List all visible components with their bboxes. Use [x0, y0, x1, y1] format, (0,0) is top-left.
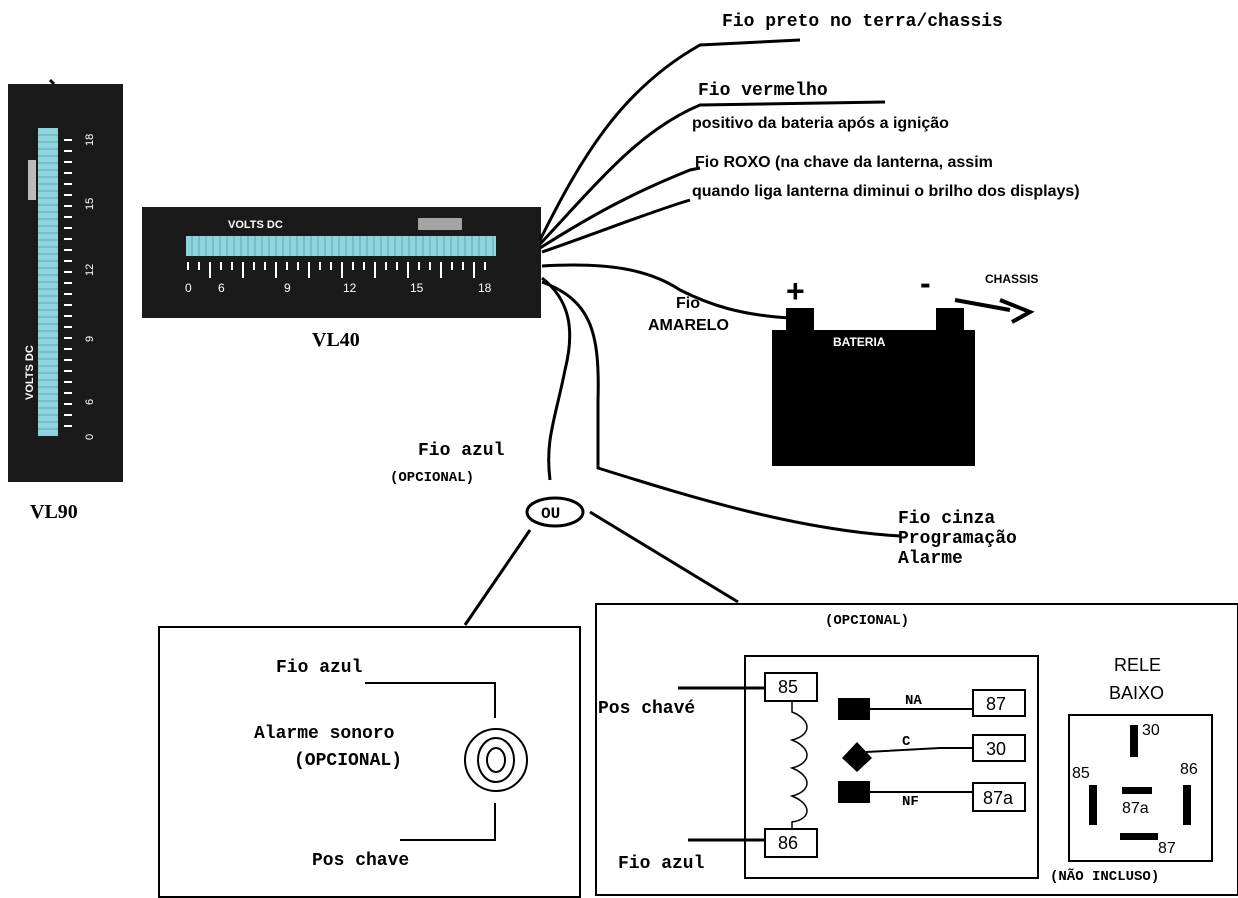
alarm-box-frame [158, 626, 581, 898]
vl40-tick-6: 6 [218, 281, 225, 295]
relay-box: (OPCIONAL) 85 86 87 30 87a NA C NF Pos c… [595, 603, 1238, 896]
vl90-meter: VOLTS DC 0 6 9 12 15 18 [8, 78, 123, 482]
relay-pinout-86 [1183, 785, 1191, 825]
vl40-tick-15: 15 [410, 281, 424, 295]
battery-label: BATERIA [833, 335, 886, 349]
relay-pinout-30 [1130, 725, 1138, 757]
wire-purple-2 [541, 198, 691, 254]
wire-red [538, 100, 886, 246]
vl40-meter: VOLTS DC 0 6 9 12 15 18 [142, 207, 541, 318]
vl90-logo [28, 160, 36, 200]
relay-pos-key: Pos chavé [598, 699, 695, 719]
relay-pinout-87a-label: 87a [1122, 800, 1149, 817]
relay-pin-86 [764, 828, 818, 858]
relay-pinout-frame [1068, 714, 1213, 862]
battery: BATERIA + - CHASSIS [772, 265, 1038, 466]
vl40-led-bar [186, 236, 496, 256]
relay-box-optional: (OPCIONAL) [825, 613, 909, 629]
relay-pin-30-label: 30 [986, 739, 1006, 759]
alarm-box-blue-wire: Fio azul [276, 658, 363, 678]
relay-nf-label: NF [902, 794, 919, 810]
relay-blue-wire: Fio azul [618, 854, 705, 874]
vl90-label: VL90 [30, 501, 78, 523]
vl40-tick-0: 0 [185, 281, 192, 295]
battery-negative-terminal [936, 308, 964, 332]
relay-contact-na [838, 698, 870, 720]
relay-pin-87-label: 87 [986, 694, 1006, 714]
wire-red-desc: positivo da bateria após a ignição [692, 115, 949, 132]
relay-contact-common [842, 742, 872, 772]
battery-chassis: CHASSIS [985, 272, 1038, 286]
relay-pin-86-label: 86 [778, 833, 798, 853]
vl90-tick-15: 15 [84, 198, 96, 210]
alarm-box-alarm-line1: Alarme sonoro [254, 724, 394, 744]
relay-not-included: (NÃO INCLUSO) [1050, 867, 1159, 885]
chassis-arrow-icon [999, 298, 1035, 324]
wire-or-right [589, 510, 739, 604]
wire-gray-line1: Fio cinza [898, 509, 995, 529]
relay-pin-87a-label: 87a [983, 788, 1014, 808]
wire-red-title: Fio vermelho [698, 81, 828, 101]
wire-blue-label: Fio azul [418, 441, 505, 461]
vl40-logo [418, 218, 462, 230]
battery-plus: + [786, 273, 805, 309]
vl90-tick-12: 12 [84, 264, 96, 276]
relay-contact-nf [838, 781, 870, 803]
wire-yellow-line1: Fio [676, 295, 700, 312]
relay-pinout-86-label: 86 [1180, 761, 1198, 778]
vl90-units: VOLTS DC [24, 345, 36, 400]
wire-yellow [541, 263, 791, 320]
alarm-buzzer-icon [464, 728, 528, 792]
relay-pin-85 [764, 672, 818, 702]
alarm-box: Fio azul Alarme sonoro (OPCIONAL) Pos ch… [158, 626, 581, 898]
wire-purple [539, 166, 701, 250]
wire-gray [541, 280, 901, 538]
vl40-tick-18: 18 [478, 281, 492, 295]
wire-black-label: Fio preto no terra/chassis [722, 12, 1003, 32]
relay-c-label: C [902, 734, 911, 750]
relay-pin-87a [972, 782, 1026, 812]
relay-pinout-30-label: 30 [1142, 722, 1160, 739]
relay-coil-icon [789, 701, 808, 829]
vl90-tick-18: 18 [84, 134, 96, 146]
vl40-tick-9: 9 [284, 281, 291, 295]
vl40-tick-12: 12 [343, 281, 357, 295]
or-label: OU [541, 505, 560, 523]
relay-pin-87 [972, 689, 1026, 717]
wire-yellow-line2: AMARELO [648, 317, 729, 334]
relay-pinout-87-label: 87 [1158, 840, 1176, 857]
wire-bundle [463, 38, 901, 626]
relay-pinout-85-label: 85 [1072, 765, 1090, 782]
wire-purple-line2: quando liga lanterna diminui o brilho do… [692, 183, 1080, 200]
wire-gray-line2: Programação [898, 529, 1017, 549]
alarm-box-pos-key: Pos chave [312, 851, 409, 871]
relay-pinout-85 [1089, 785, 1097, 825]
wire-black [538, 38, 801, 241]
relay-pinout-title-1: RELE [1114, 655, 1161, 675]
wire-purple-line1: Fio ROXO (na chave da lanterna, assim [695, 154, 993, 171]
alarm-box-alarm-line2: (OPCIONAL) [294, 751, 402, 771]
wire-blue [541, 276, 572, 481]
relay-pinout-87 [1120, 833, 1158, 840]
vl90-tick-0: 0 [84, 434, 96, 440]
relay-pinout-title-2: BAIXO [1109, 683, 1164, 703]
vl90-tick-6: 6 [84, 399, 96, 405]
wire-gray-line3: Alarme [898, 549, 963, 569]
or-oval [525, 496, 585, 528]
battery-body [772, 330, 975, 466]
wire-blue-optional: (OPCIONAL) [390, 470, 474, 486]
wire-or-left [463, 529, 532, 626]
relay-pin-85-label: 85 [778, 677, 798, 697]
vl40-label: VL40 [312, 329, 360, 351]
battery-minus: - [920, 265, 931, 301]
relay-frame [744, 655, 1039, 879]
vl90-tick-9: 9 [84, 336, 96, 342]
vl40-units: VOLTS DC [228, 219, 283, 231]
battery-positive-terminal [786, 308, 814, 332]
relay-na-label: NA [905, 693, 922, 709]
relay-pinout-87a [1122, 787, 1152, 794]
